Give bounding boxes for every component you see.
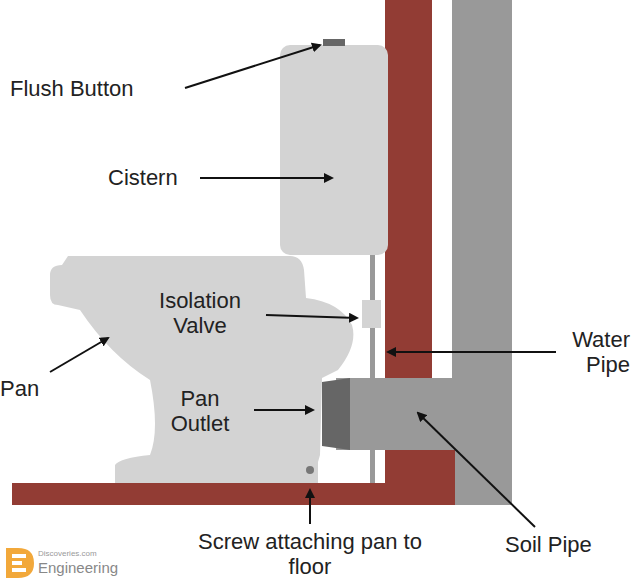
logo-mark bbox=[12, 554, 26, 558]
soil-pipe bbox=[336, 378, 455, 450]
leader-line bbox=[200, 177, 332, 179]
part-label: Flush Button bbox=[10, 76, 190, 101]
leader-line bbox=[50, 338, 108, 372]
wall bbox=[385, 0, 432, 378]
flush-button bbox=[323, 39, 345, 46]
logo-mark bbox=[12, 561, 22, 565]
leader-line bbox=[388, 351, 556, 353]
leader-line bbox=[185, 45, 320, 88]
part-label: Screw attaching pan to floor bbox=[195, 529, 425, 579]
leader-line bbox=[418, 413, 535, 527]
part-label: Isolation Valve bbox=[140, 288, 260, 338]
floor-screw bbox=[306, 466, 314, 474]
watermark: Engineering bbox=[38, 559, 148, 576]
watermark: Discoveries.com bbox=[38, 549, 128, 559]
leader-line bbox=[254, 409, 313, 411]
stack-pipe bbox=[452, 0, 512, 505]
part-label: Cistern bbox=[108, 165, 198, 190]
part-label: Soil Pipe bbox=[505, 532, 630, 557]
floor bbox=[12, 483, 455, 505]
leader-line bbox=[266, 315, 357, 318]
logo-mark bbox=[6, 548, 34, 578]
logo-mark bbox=[12, 568, 26, 572]
part-label: Pan Outlet bbox=[150, 386, 250, 436]
toilet-pan bbox=[50, 256, 353, 483]
leader-line bbox=[309, 490, 311, 524]
wall bbox=[385, 450, 455, 485]
pan-outlet-collar bbox=[322, 378, 350, 450]
cistern bbox=[280, 45, 388, 255]
part-label: Water Pipe bbox=[540, 327, 630, 377]
isolation-valve bbox=[362, 300, 381, 328]
part-label: Pan bbox=[0, 376, 46, 401]
